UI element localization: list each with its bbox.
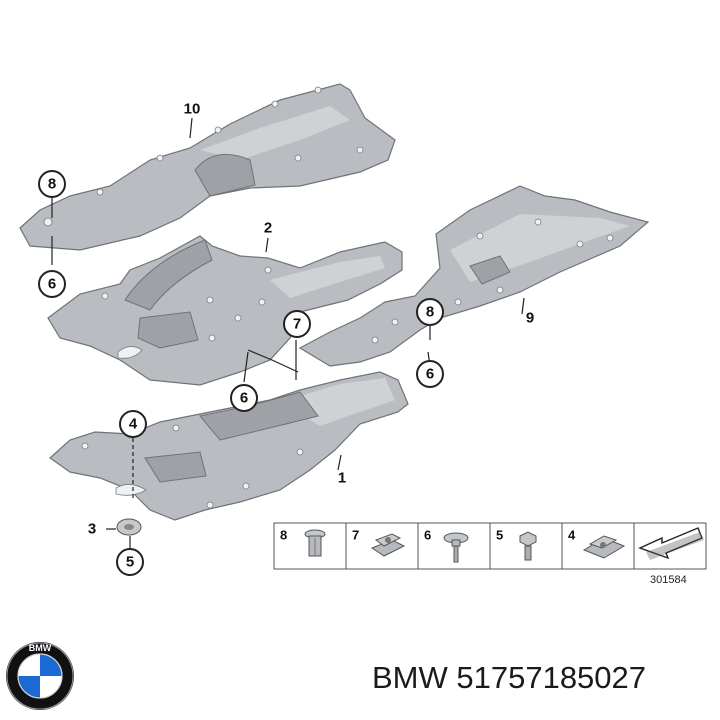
svg-text:6: 6 (424, 528, 431, 543)
bmw-logo: BMW (6, 642, 74, 710)
svg-text:7: 7 (293, 316, 301, 333)
callout-1: 1 (338, 470, 346, 487)
svg-text:5: 5 (126, 554, 134, 571)
svg-text:6: 6 (48, 276, 56, 293)
svg-text:8: 8 (426, 304, 434, 321)
svg-text:10: 10 (184, 101, 201, 118)
svg-text:8: 8 (48, 176, 56, 193)
callout-8-left: 8 (38, 170, 66, 198)
svg-text:2: 2 (264, 220, 272, 237)
callout-2: 2 (264, 220, 272, 237)
svg-text:6: 6 (240, 390, 248, 407)
legend-item-6: 6 (424, 528, 469, 563)
svg-text:9: 9 (526, 310, 534, 327)
legend-item-4: 4 (568, 528, 626, 559)
part-2-shield (47, 235, 403, 386)
svg-text:4: 4 (568, 528, 576, 543)
svg-text:5: 5 (496, 528, 503, 543)
part-10-shield (19, 83, 396, 251)
callout-5: 5 (116, 548, 144, 576)
logo-lettering: BMW (29, 643, 52, 653)
svg-text:1: 1 (338, 470, 346, 487)
svg-text:4: 4 (129, 416, 138, 433)
part-1-shield (49, 371, 409, 521)
legend-item-7: 7 (352, 528, 406, 557)
legend-item-8: 8 (280, 528, 326, 557)
callout-9: 9 (526, 310, 534, 327)
callout-4: 4 (119, 410, 147, 438)
svg-text:6: 6 (426, 366, 434, 383)
callout-10: 10 (184, 101, 201, 118)
fastener-legend: 8 7 6 5 4 (273, 522, 707, 586)
callout-6-center: 6 (230, 384, 258, 412)
diagram-id: 301584 (650, 574, 687, 586)
part-3-grommet (116, 518, 142, 536)
callout-6-left: 6 (38, 270, 66, 298)
direction-arrow-icon (638, 527, 704, 560)
svg-text:7: 7 (352, 528, 359, 543)
part-number-caption: BMW 51757185027 (372, 660, 647, 695)
callout-8-right: 8 (416, 298, 444, 326)
svg-text:3: 3 (88, 521, 96, 538)
legend-item-5: 5 (496, 528, 537, 561)
svg-text:8: 8 (280, 528, 287, 543)
part-9-shield (298, 185, 650, 367)
callout-7: 7 (283, 310, 311, 338)
callout-3: 3 (88, 521, 96, 538)
leader-lines (51, 117, 525, 548)
callout-6-right: 6 (416, 360, 444, 388)
